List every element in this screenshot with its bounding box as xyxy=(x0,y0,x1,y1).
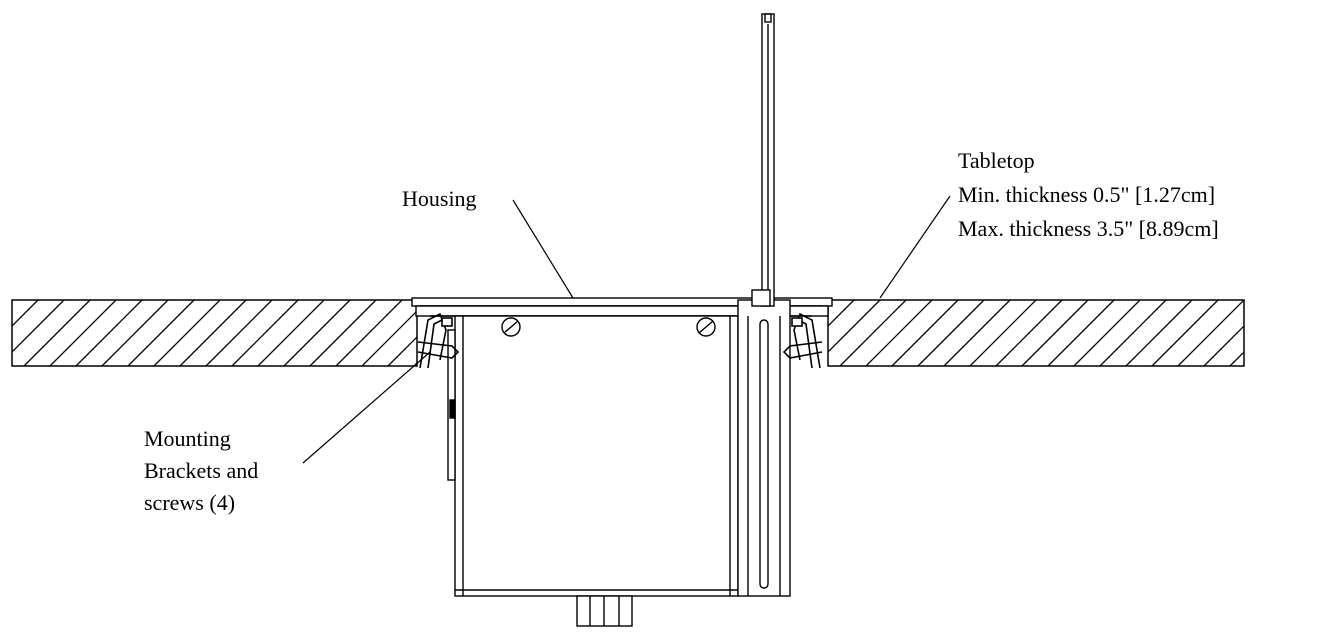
bracket-leader xyxy=(302,351,431,464)
bracket-label-line3: screws (4) xyxy=(144,490,235,515)
hatch-line-right xyxy=(969,300,1037,366)
hatch-line-right xyxy=(1099,300,1167,366)
hatch-line-right xyxy=(1125,300,1193,366)
hatch-line-left xyxy=(309,300,377,366)
hatch-line-right xyxy=(1047,300,1115,366)
hatch-line-right xyxy=(1021,300,1089,366)
bracket-left xyxy=(417,312,460,369)
housing-box xyxy=(447,315,739,597)
hatch-line-right xyxy=(1203,325,1244,366)
antenna-rod xyxy=(751,13,775,307)
hatch-line-left xyxy=(12,300,13,301)
hatch-line-right xyxy=(995,300,1063,366)
tabletop-left xyxy=(11,299,418,367)
tabletop-right xyxy=(827,299,1320,367)
hatch-line-right xyxy=(839,300,907,366)
hatch-line-right xyxy=(1073,300,1141,366)
bracket-label-line2: Brackets and xyxy=(144,458,258,483)
hatch-line-right xyxy=(943,300,1011,366)
housing-screw-right xyxy=(696,317,716,337)
hatch-line-left xyxy=(75,300,143,366)
hatch-line-left xyxy=(257,300,325,366)
hatch-line-right xyxy=(865,300,933,366)
hatch-line-right xyxy=(1177,300,1244,366)
hatch-line-left xyxy=(153,300,221,366)
hatch-line-right xyxy=(917,300,985,366)
hatch-line-right xyxy=(1229,351,1244,366)
hatch-line-left xyxy=(205,300,273,366)
hatch-line-left xyxy=(12,300,65,353)
tabletop-max-thickness: Max. thickness 3.5" [8.89cm] xyxy=(958,216,1219,241)
housing-label: Housing xyxy=(402,186,477,211)
housing-leader xyxy=(512,199,574,299)
hatch-line-left xyxy=(101,300,169,366)
hatch-line-left xyxy=(231,300,299,366)
hatch-line-left xyxy=(361,310,417,366)
side-channel xyxy=(737,299,791,597)
hatch-line-right xyxy=(891,300,959,366)
hatch-line-left xyxy=(283,300,351,366)
hatch-line-left xyxy=(49,300,117,366)
cable-gland xyxy=(576,595,633,627)
hatch-line-left xyxy=(23,300,91,366)
tabletop-min-thickness: Min. thickness 0.5" [1.27cm] xyxy=(958,182,1215,207)
hatch-line-left xyxy=(335,300,403,366)
hatch-line-left xyxy=(387,336,417,366)
hatch-line-left xyxy=(179,300,247,366)
hatch-line-right xyxy=(828,300,881,353)
tabletop-title: Tabletop xyxy=(958,148,1035,173)
housing-screw-left xyxy=(501,317,521,337)
hatch-line-right xyxy=(1256,300,1320,366)
tabletop-leader xyxy=(879,195,951,299)
bracket-right xyxy=(782,312,823,369)
bracket-label-line1: Mounting xyxy=(144,426,231,451)
hatch-line-right xyxy=(828,300,855,327)
hatch-line-left xyxy=(12,300,39,327)
hatch-line-right xyxy=(1151,300,1219,366)
hatch-line-left xyxy=(127,300,195,366)
